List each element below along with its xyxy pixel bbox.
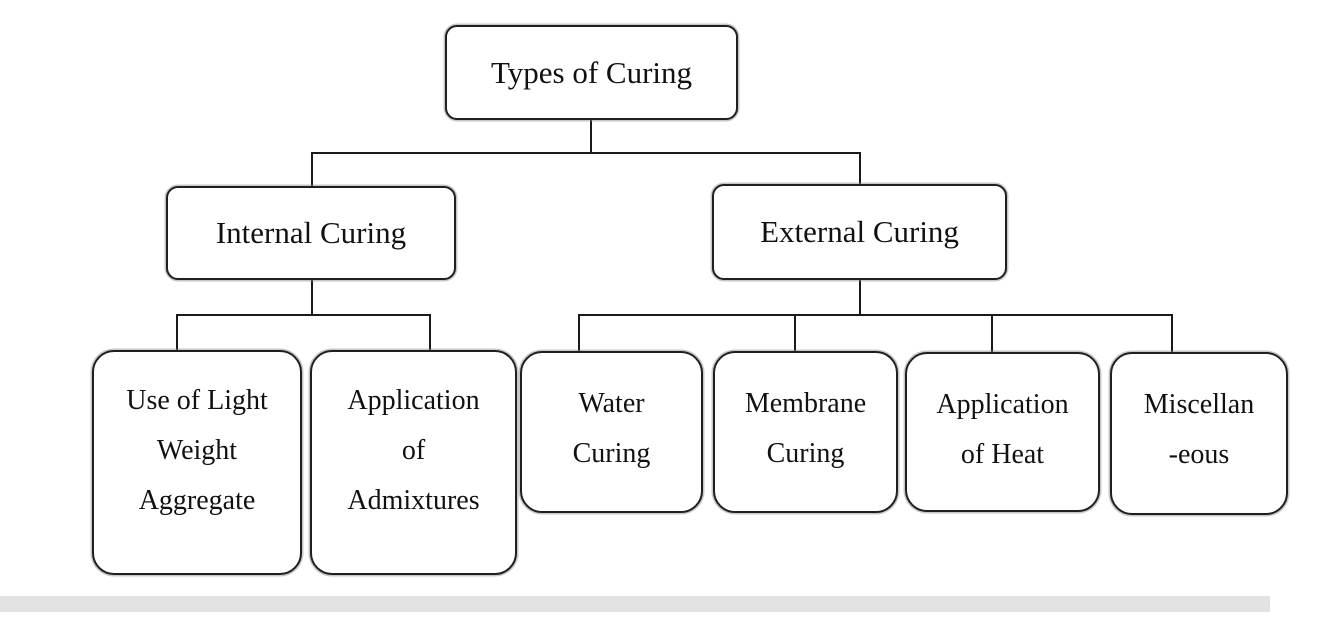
node-miscellaneous: Miscellan -eous bbox=[1110, 352, 1288, 515]
node-types-of-curing: Types of Curing bbox=[445, 25, 738, 120]
connector-external-stem bbox=[859, 280, 861, 316]
connector-internal-drop bbox=[311, 152, 313, 188]
scan-artifact-band bbox=[0, 596, 1270, 612]
connector-membrane-drop bbox=[794, 314, 796, 352]
node-external-curing: External Curing bbox=[712, 184, 1007, 280]
connector-miscellaneous-drop bbox=[1171, 314, 1173, 353]
connector-external-rail bbox=[578, 314, 1173, 316]
node-water-curing: Water Curing bbox=[520, 351, 703, 513]
connector-aggregate-drop bbox=[176, 314, 178, 351]
node-light-weight-aggregate: Use of Light Weight Aggregate bbox=[92, 350, 302, 575]
node-application-of-admixtures: Application of Admixtures bbox=[310, 350, 517, 575]
connector-heat-drop bbox=[991, 314, 993, 353]
connector-water-drop bbox=[578, 314, 580, 352]
connector-external-drop bbox=[859, 152, 861, 186]
connector-level1-rail bbox=[311, 152, 861, 154]
connector-internal-stem bbox=[311, 280, 313, 316]
node-application-of-heat: Application of Heat bbox=[905, 352, 1100, 512]
connector-root-stem bbox=[590, 120, 592, 154]
node-membrane-curing: Membrane Curing bbox=[713, 351, 898, 513]
node-internal-curing: Internal Curing bbox=[166, 186, 456, 280]
connector-internal-rail bbox=[176, 314, 431, 316]
connector-admixtures-drop bbox=[429, 314, 431, 351]
